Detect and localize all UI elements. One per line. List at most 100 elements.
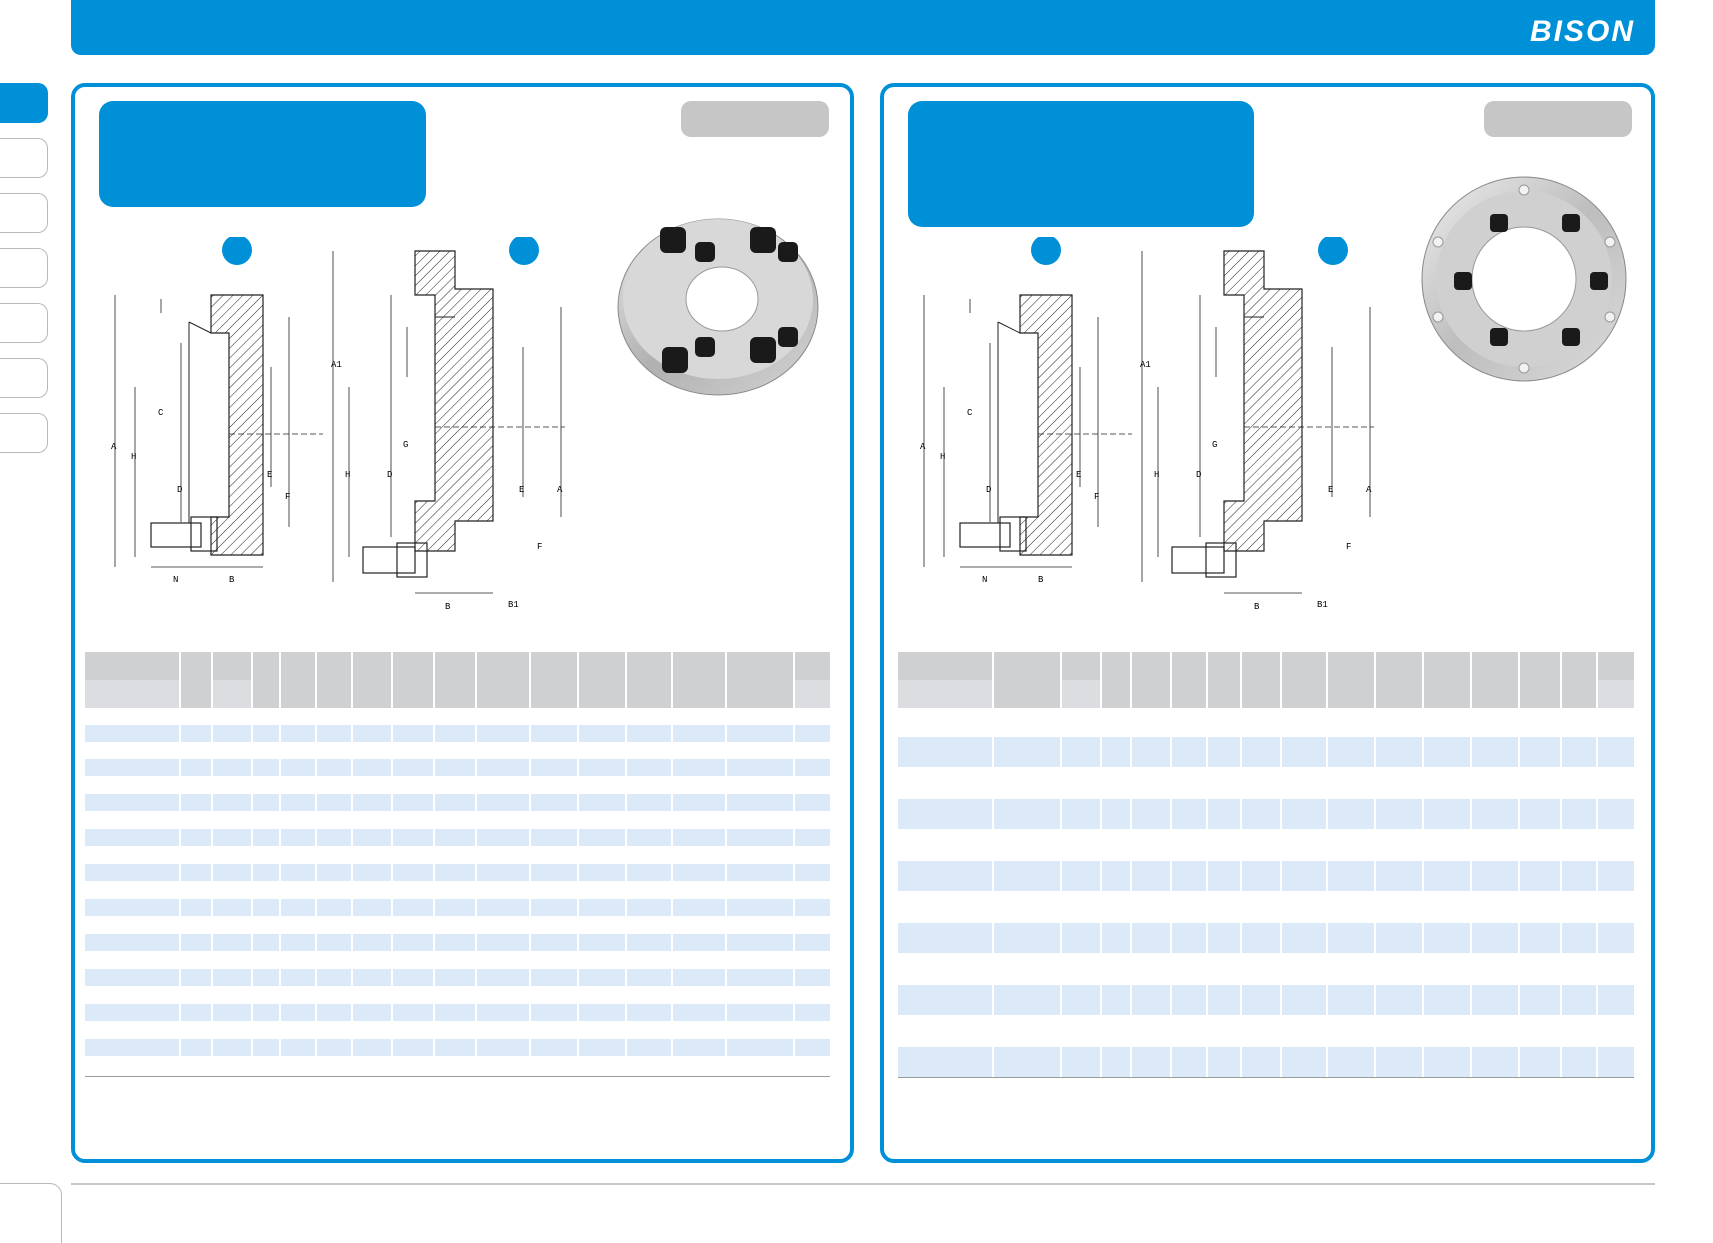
dim-label-f: F bbox=[1094, 492, 1099, 502]
table-row bbox=[898, 923, 1634, 953]
variant-marker-b bbox=[1318, 237, 1348, 265]
dim-label-g: G bbox=[1212, 440, 1217, 450]
table-header bbox=[898, 652, 1634, 708]
dim-label-h-b: H bbox=[1154, 470, 1159, 480]
column-divider bbox=[992, 652, 994, 1077]
page-number-tab bbox=[0, 1183, 62, 1243]
table-row bbox=[898, 1047, 1634, 1077]
dim-label-n: N bbox=[173, 575, 178, 585]
column-divider bbox=[1596, 652, 1598, 1077]
side-tab-1[interactable] bbox=[0, 83, 48, 123]
table-row bbox=[85, 759, 830, 776]
dim-label-n: N bbox=[982, 575, 987, 585]
table-subheader bbox=[211, 680, 251, 708]
column-divider bbox=[1560, 652, 1562, 1077]
table-row bbox=[85, 794, 830, 811]
table-row bbox=[85, 899, 830, 916]
column-divider bbox=[1422, 652, 1424, 1077]
column-divider bbox=[625, 652, 627, 1056]
table-subheader bbox=[1596, 680, 1634, 708]
table-bottom-rule bbox=[898, 1077, 1634, 1078]
dim-label-a: A bbox=[920, 442, 926, 452]
footer-rule bbox=[71, 1183, 1655, 1185]
dim-label-h-b: H bbox=[345, 470, 350, 480]
side-tab-2[interactable] bbox=[0, 138, 48, 178]
table-header bbox=[85, 652, 830, 708]
column-divider bbox=[179, 652, 181, 1056]
catalog-number-badge bbox=[681, 101, 829, 137]
column-divider bbox=[433, 652, 435, 1056]
dim-label-d: D bbox=[177, 485, 182, 495]
column-divider bbox=[1240, 652, 1242, 1077]
variant-marker-a bbox=[1031, 237, 1061, 265]
dim-label-a: A bbox=[111, 442, 117, 452]
column-divider bbox=[529, 652, 531, 1056]
column-divider bbox=[1374, 652, 1376, 1077]
table-subheader bbox=[85, 680, 179, 708]
table-bottom-rule bbox=[85, 1076, 830, 1077]
table-row bbox=[898, 861, 1634, 891]
bison-logo: BISON bbox=[1529, 15, 1635, 48]
dim-label-d: D bbox=[986, 485, 991, 495]
dim-label-b1: B1 bbox=[1317, 600, 1328, 610]
dim-label-b1: B1 bbox=[508, 600, 519, 610]
column-divider bbox=[577, 652, 579, 1056]
column-divider bbox=[251, 652, 253, 1056]
dim-label-e: E bbox=[267, 470, 272, 480]
table-row bbox=[85, 969, 830, 986]
column-divider bbox=[1206, 652, 1208, 1077]
cross-section-drawing-a: A H C D E F N B bbox=[920, 237, 1132, 585]
column-divider bbox=[1470, 652, 1472, 1077]
product-title-box bbox=[99, 101, 426, 207]
column-divider bbox=[1170, 652, 1172, 1077]
adapter-plate-photo bbox=[1421, 176, 1627, 382]
dim-label-a-b: A bbox=[557, 485, 563, 495]
side-tab-3[interactable] bbox=[0, 193, 48, 233]
table-row bbox=[85, 829, 830, 846]
product-title-box bbox=[908, 101, 1254, 227]
column-divider bbox=[315, 652, 317, 1056]
table-row bbox=[85, 934, 830, 951]
dim-label-f-b: F bbox=[537, 542, 542, 552]
dim-label-a1: A1 bbox=[1140, 360, 1151, 370]
column-divider bbox=[1280, 652, 1282, 1077]
top-banner: BISON bbox=[71, 0, 1655, 55]
variant-marker-a bbox=[222, 237, 252, 265]
column-divider bbox=[1060, 652, 1062, 1077]
column-divider bbox=[1326, 652, 1328, 1077]
variant-marker-b bbox=[509, 237, 539, 265]
column-divider bbox=[1130, 652, 1132, 1077]
column-divider bbox=[475, 652, 477, 1056]
dim-label-b: B bbox=[1038, 575, 1044, 585]
column-divider bbox=[351, 652, 353, 1056]
product-panel-left: A H C D E F N B A1 H D G E A F B B1 bbox=[71, 83, 854, 1163]
table-subheader bbox=[1060, 680, 1100, 708]
side-tab-4[interactable] bbox=[0, 248, 48, 288]
dim-label-e-b: E bbox=[519, 485, 524, 495]
column-divider bbox=[1518, 652, 1520, 1077]
dim-label-f: F bbox=[285, 492, 290, 502]
column-divider bbox=[211, 652, 213, 1056]
column-divider bbox=[671, 652, 673, 1056]
dim-label-g: G bbox=[403, 440, 408, 450]
side-tab-7[interactable] bbox=[0, 413, 48, 453]
cross-section-drawing-a: A H C D E F N B bbox=[111, 237, 323, 585]
column-divider bbox=[725, 652, 727, 1056]
column-divider bbox=[793, 652, 795, 1056]
side-tab-5[interactable] bbox=[0, 303, 48, 343]
dim-label-d-b: D bbox=[1196, 470, 1201, 480]
dim-label-f-b: F bbox=[1346, 542, 1351, 552]
table-row bbox=[898, 985, 1634, 1015]
table-row bbox=[85, 725, 830, 742]
table-row bbox=[898, 799, 1634, 829]
dim-label-a-b: A bbox=[1366, 485, 1372, 495]
dim-label-c: C bbox=[967, 408, 973, 418]
cross-section-drawing-b: A1 H D G E A F B B1 bbox=[331, 237, 565, 612]
dim-label-a1: A1 bbox=[331, 360, 342, 370]
table-subheader bbox=[793, 680, 830, 708]
side-tab-6[interactable] bbox=[0, 358, 48, 398]
table-subheader bbox=[898, 680, 992, 708]
dim-label-h: H bbox=[131, 452, 136, 462]
table-row bbox=[898, 737, 1634, 767]
dim-label-h: H bbox=[940, 452, 945, 462]
